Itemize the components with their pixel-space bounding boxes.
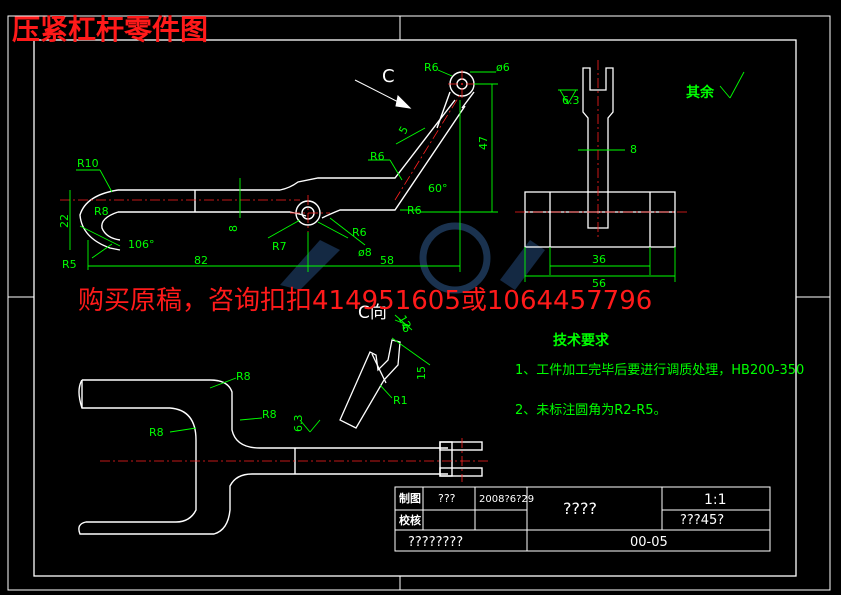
side-view-dimensions [524,71,745,282]
dim-58: 58 [380,254,394,267]
technical-requirements: 技术要求 1、工件加工完毕后要进行调质处理，HB200-350 2、未标注圆角为… [515,332,804,418]
dim-r8-c: R8 [262,408,277,421]
dim-r6-left: R6 [370,150,385,163]
c-view [339,339,401,429]
dim-8-mid: 8 [227,225,240,232]
dim-r6-lower: R6 [352,226,367,239]
main-view-centerlines [60,70,476,232]
dim-6-c: 6 [402,322,409,335]
rough-6-3-low: 6.3 [292,415,305,433]
tb-drawer: ??? [438,492,456,505]
dim-r6-top: R6 [424,61,439,74]
tb-school: ???????? [408,535,463,550]
view-arrow-c [354,79,412,109]
rough-others: 其余 [686,84,715,101]
tb-draw-label: 制图 [399,491,421,505]
title-block [394,486,771,552]
rough-6-3-top: 6.3 [562,94,580,107]
plan-view-centerlines [100,438,490,482]
dim-r7: R7 [272,240,287,253]
dim-r8-b: R8 [149,426,164,439]
dim-r10: R10 [77,157,99,170]
c-view-dimensions [379,314,431,399]
dim-36: 36 [592,253,606,266]
tech-heading: 技术要求 [553,332,610,349]
dim-phi8: ø8 [358,246,372,259]
side-view [524,67,676,248]
dim-15: 15 [415,366,428,380]
inner-border [33,39,797,577]
dim-12: 12 [395,313,413,332]
site-logo-watermark [280,222,545,294]
tb-scale: 1:1 [704,492,727,508]
plan-view [78,379,483,535]
view-label-c-direction: C向 [358,303,387,323]
main-view-dimensions [69,69,498,272]
view-label-c: C [382,66,395,87]
tb-material: ???45? [680,513,724,528]
tb-check-label: 校核 [399,513,421,527]
tb-drawing-no: 00-05 [630,535,668,550]
title-block-text: 制图 校核 ??? 2008?6?29 ???? 1:1 ???45? ????… [399,491,727,550]
tb-part-name: ???? [563,499,597,518]
dim-phi6: ø6 [496,61,510,74]
dim-56: 56 [592,277,606,290]
tech-item-1: 1、工件加工完毕后要进行调质处理，HB200-350 [515,363,804,378]
dim-r6-mid: R6 [407,204,422,217]
view-labels: C C向 [358,66,395,323]
dim-r5: R5 [62,258,77,271]
tb-date: 2008?6?29 [479,494,534,505]
outer-border [7,15,831,591]
dim-r8-left: R8 [94,205,109,218]
centering-marks [8,16,830,590]
dim-82: 82 [194,254,208,267]
side-view-centerlines [515,60,690,240]
dim-angle60: 60° [428,182,448,195]
dim-5: 5 [396,124,411,137]
dim-r1: R1 [393,394,408,407]
purchase-watermark: 购买原稿，咨询扣扣414951605或1064457796 [78,286,653,316]
dimension-labels: R6 ø6 5 47 R6 60° R6 R10 R8 22 106° R5 8… [58,61,715,439]
dim-8-side: 8 [630,143,637,156]
dim-22: 22 [58,214,71,228]
plan-view-dimensions [169,377,321,433]
dim-r8-a: R8 [236,370,251,383]
dim-angle106: 106° [128,238,155,251]
main-view-lever [79,71,475,251]
tech-item-2: 2、未标注圆角为R2-R5。 [515,403,667,418]
drawing-title: 压紧杠杆零件图 [12,13,209,46]
dim-47: 47 [477,136,490,150]
